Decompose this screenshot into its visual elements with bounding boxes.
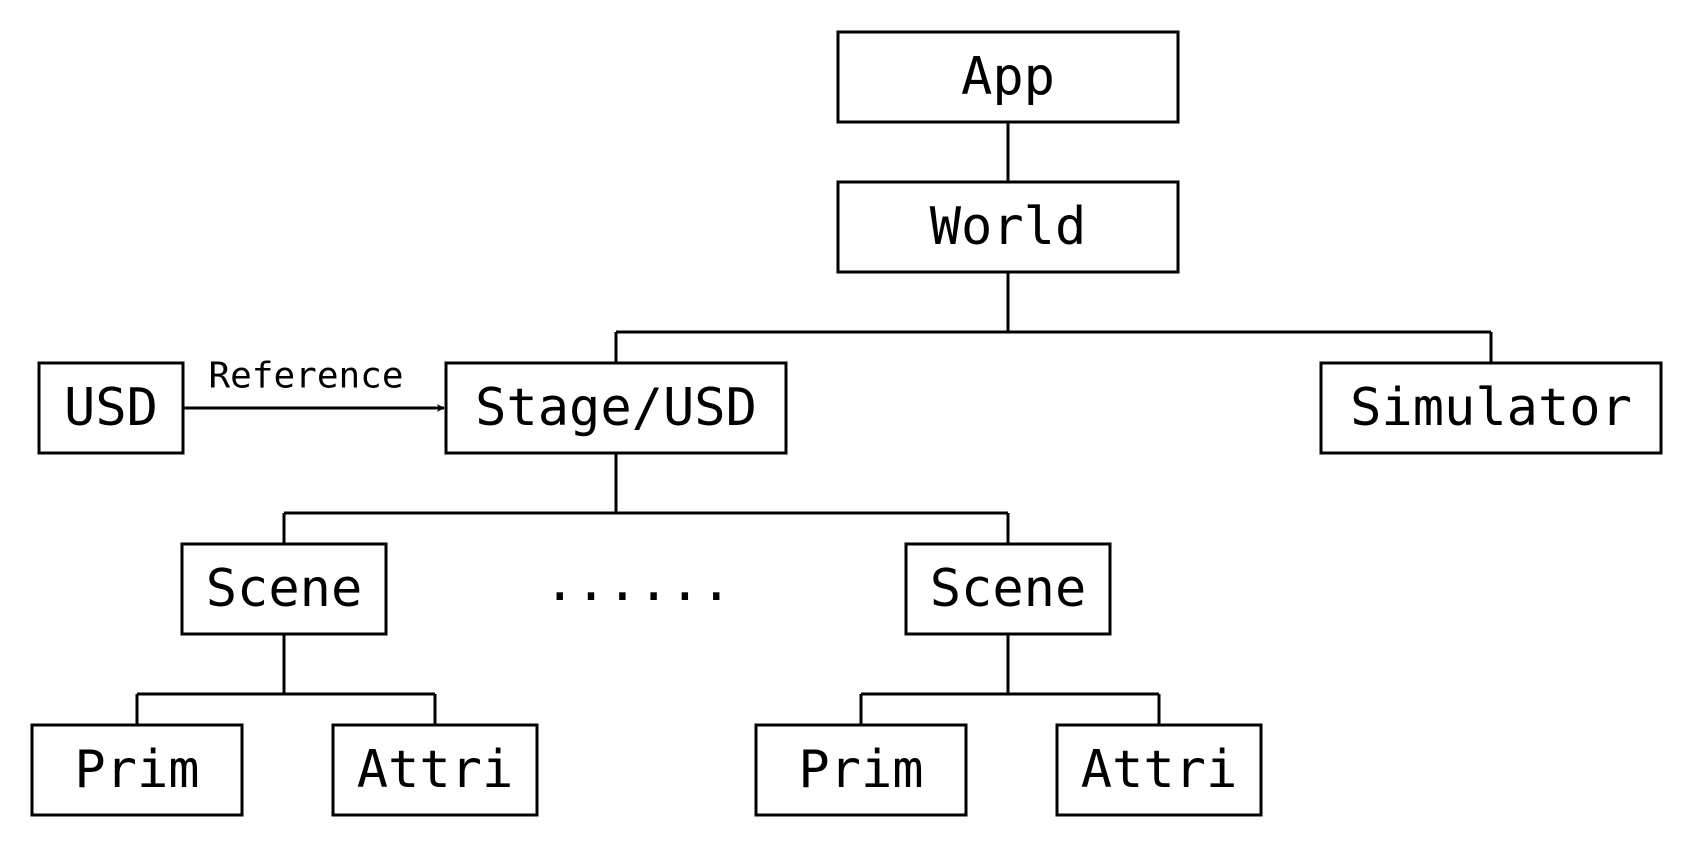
node-attri-right: Attri (1055, 723, 1263, 817)
node-simulator-label: Simulator (1350, 378, 1632, 438)
ellipsis: ...... (544, 553, 732, 613)
node-attri-left-label: Attri (357, 740, 514, 800)
node-prim-right: Prim (754, 723, 968, 817)
reference-label: Reference (208, 356, 403, 397)
node-app: App (836, 30, 1180, 124)
node-app-label: App (961, 47, 1055, 107)
node-attri-right-box (1055, 723, 1263, 817)
node-usd-label: USD (64, 378, 158, 438)
node-scene-left: Scene (180, 542, 388, 636)
connectors (135, 122, 1493, 725)
node-scene-left-label: Scene (206, 559, 363, 619)
node-stage-box (444, 361, 788, 455)
node-scene-right-label: Scene (930, 559, 1087, 619)
node-stage-label: Stage/USD (475, 378, 757, 438)
node-usd: USD (37, 361, 185, 455)
node-scene-right: Scene (904, 542, 1112, 636)
node-simulator: Simulator (1319, 361, 1663, 455)
node-prim-left-label: Prim (74, 740, 199, 800)
node-attri-left: Attri (331, 723, 539, 817)
node-app-box (836, 30, 1180, 124)
node-world: World (836, 180, 1180, 274)
node-attri-right-label: Attri (1081, 740, 1238, 800)
node-scene-right-box (904, 542, 1112, 636)
node-world-box (836, 180, 1180, 274)
node-stage: Stage/USD (444, 361, 788, 455)
node-prim-right-box (754, 723, 968, 817)
node-world-label: World (930, 197, 1087, 257)
node-attri-left-box (331, 723, 539, 817)
node-scene-left-box (180, 542, 388, 636)
node-usd-box (37, 361, 185, 455)
node-prim-right-label: Prim (798, 740, 923, 800)
node-simulator-box (1319, 361, 1663, 455)
node-prim-left: Prim (30, 723, 244, 817)
node-prim-left-box (30, 723, 244, 817)
